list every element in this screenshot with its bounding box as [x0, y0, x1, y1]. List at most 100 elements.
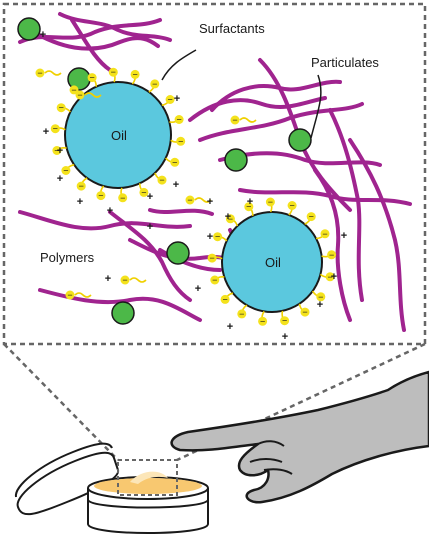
minus-sign: −	[327, 272, 332, 282]
minus-sign: −	[228, 214, 233, 224]
surfactant-head	[265, 197, 275, 207]
minus-sign: −	[309, 212, 314, 222]
minus-sign: −	[98, 191, 103, 201]
finger-crease	[249, 440, 293, 475]
hand	[170, 370, 429, 504]
polymer-chain	[148, 208, 214, 216]
polymer-chain	[188, 96, 327, 122]
oil-label-2: Oil	[265, 255, 281, 270]
surfactant-head	[87, 73, 97, 83]
particulate	[17, 17, 41, 41]
surfactant-head	[213, 232, 223, 242]
surfactant-head	[174, 115, 184, 124]
minus-sign: −	[89, 73, 94, 83]
plus-sign: +	[207, 196, 213, 208]
particulate	[111, 301, 135, 325]
surfactant-tail	[239, 117, 257, 123]
surfactant-tail	[129, 277, 147, 283]
minus-sign: −	[246, 202, 251, 212]
oil-droplet-1-body	[64, 81, 172, 189]
plus-sign: +	[174, 93, 180, 105]
surfactant-head	[237, 309, 247, 319]
jar-rim-lip	[87, 499, 209, 509]
surfactant-tail	[44, 70, 62, 76]
minus-sign: −	[289, 201, 294, 211]
surfactant-head	[52, 146, 62, 155]
plus-sign: +	[331, 271, 337, 283]
surfactant-head	[65, 290, 75, 300]
minus-sign: −	[63, 166, 68, 176]
surfactant-head	[300, 307, 310, 317]
surfactant-head	[165, 95, 175, 104]
plus-sign: +	[57, 145, 63, 157]
minus-sign: −	[37, 68, 42, 78]
plus-sign: +	[147, 191, 153, 203]
surfactant-head	[35, 68, 45, 78]
polymer-chain	[58, 12, 172, 42]
surfactant-molecules: −−−−−−−−−−−−−−−−−−−−−−−−−−−−−−−−−−−−−−−−…	[35, 67, 337, 326]
minus-sign: −	[77, 90, 82, 100]
surfactant-tail	[84, 92, 102, 98]
plus-sign: +	[105, 273, 111, 285]
hand-shape	[170, 370, 429, 504]
surfactant-head	[50, 124, 60, 134]
minus-sign: −	[53, 124, 58, 134]
plus-sign: +	[227, 321, 233, 333]
minus-sign: −	[222, 294, 227, 304]
particulates-label: Particulates	[311, 55, 379, 70]
surfactant-head	[316, 292, 326, 302]
minus-sign: −	[167, 95, 172, 105]
minus-sign: −	[187, 195, 192, 205]
plus-sign: +	[195, 283, 201, 295]
plus-sign: +	[107, 205, 113, 217]
minus-sign: −	[141, 187, 146, 197]
surfactant-head	[130, 69, 140, 79]
surfactant-head	[320, 229, 330, 239]
minus-sign: −	[67, 290, 72, 300]
plus-sign: +	[147, 221, 153, 233]
minus-sign: −	[232, 115, 237, 125]
surfactant-tail	[194, 197, 212, 203]
minus-sign: −	[54, 146, 59, 156]
plus-sign: +	[225, 211, 231, 223]
surfactant-head	[327, 250, 337, 260]
surfactant-head	[210, 275, 220, 285]
surfactant-head	[56, 103, 66, 113]
jar-lid-rim	[16, 451, 120, 516]
surfactant-head	[244, 202, 254, 212]
surfactant-head	[61, 166, 71, 175]
counter-ions: +++++++++++++++++++++	[40, 29, 347, 343]
surfactant-head	[280, 316, 290, 326]
minus-sign: −	[172, 157, 177, 167]
surfactant-head	[120, 275, 130, 285]
oil-droplet-2: Oil	[221, 211, 323, 313]
minus-sign: −	[71, 85, 76, 95]
particulate	[288, 128, 312, 152]
minus-sign: −	[132, 69, 137, 79]
jar-lid	[14, 442, 120, 516]
surfactant-head	[69, 85, 79, 95]
polymer-chain	[158, 248, 222, 272]
minus-sign: −	[212, 275, 217, 285]
polymer-chain	[238, 188, 412, 206]
plus-sign: +	[247, 196, 253, 208]
surfactants-leader-line	[161, 49, 197, 81]
polymer-chain	[18, 210, 192, 231]
plus-sign: +	[77, 196, 83, 208]
zoom-line-left	[3, 343, 119, 461]
polymers-label: Polymers	[40, 250, 95, 265]
jar-lid-edge	[14, 442, 113, 498]
zoom-source-box	[117, 459, 178, 496]
surfactant-head	[185, 195, 195, 205]
surfactant-head	[225, 214, 235, 224]
minus-sign: −	[322, 229, 327, 239]
minus-sign: −	[122, 275, 127, 285]
surfactant-head	[220, 294, 230, 304]
cream-swirl	[130, 471, 168, 484]
polymer-chain	[28, 28, 160, 51]
plus-sign: +	[40, 29, 46, 41]
minus-sign: −	[318, 292, 323, 302]
surfactant-head	[96, 191, 106, 201]
cream-jar	[87, 459, 209, 534]
